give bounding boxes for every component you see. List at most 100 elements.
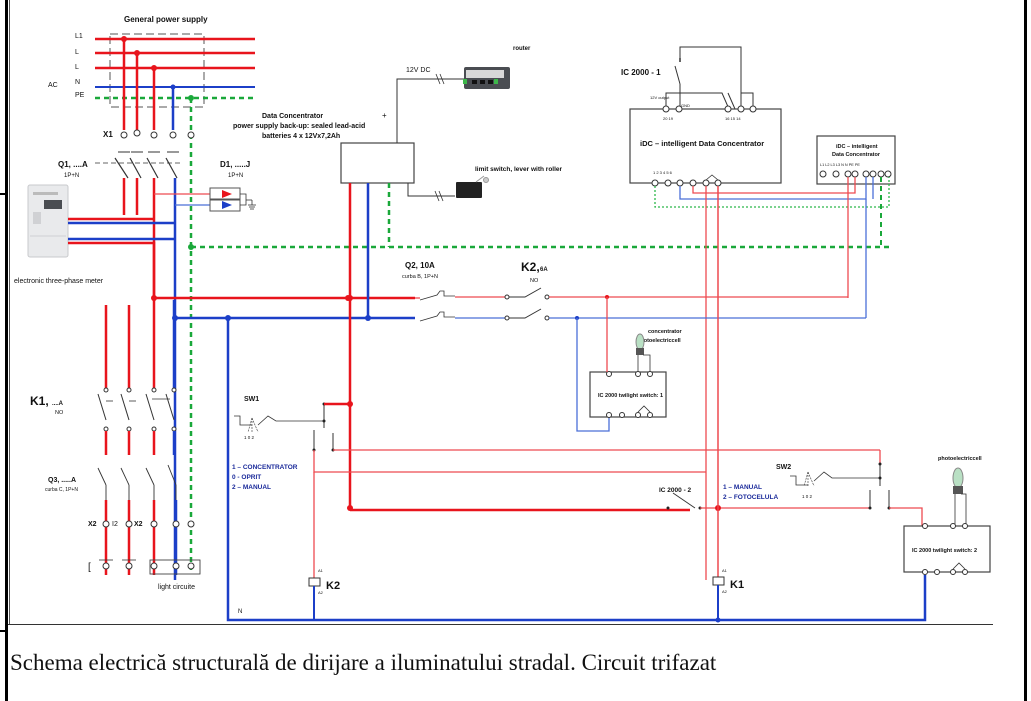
meter-label: electronic three-phase meter xyxy=(14,278,104,285)
diagram-border-bottom xyxy=(8,624,993,625)
twilight-switch-2-label: IC 2000 twilight switch: 2 xyxy=(912,548,977,554)
x1-label: X1 xyxy=(103,130,113,139)
limit-switch-label: limit switch, lever with roller xyxy=(475,166,563,173)
ic2000-2-label: IC 2000 - 2 xyxy=(659,487,692,494)
contactor-k2-main: K2, 6A NO xyxy=(504,260,866,321)
ic2000-1-label: IC 2000 - 1 xyxy=(621,68,661,77)
sw2-label: SW2 xyxy=(776,464,791,471)
svg-text:1 0 2: 1 0 2 xyxy=(802,494,813,499)
ic2000-2-relay: IC 2000 - 2 1 – MANUAL 2 – FOTOCELULA xyxy=(659,484,870,511)
figure-caption: Schema electrică structurală de dirijare… xyxy=(10,650,717,675)
x2-label-c: X2 xyxy=(134,521,143,528)
idc-small-label-2: Data Concentrator xyxy=(832,152,881,158)
contactor-k1-group: K1, ....A NO Q3, .....A curba C, 1P+N xyxy=(30,300,201,591)
k2-no-label: NO xyxy=(530,278,539,284)
q3-label: Q3, .....A xyxy=(48,477,76,484)
svg-text:20 19: 20 19 xyxy=(663,116,674,121)
q1-label: Q1, ....A xyxy=(58,160,88,169)
svg-text:1 2 3 4 5 6: 1 2 3 4 5 6 xyxy=(653,170,673,175)
12v-output-label: 12V output xyxy=(650,95,670,100)
neutral-n-label: N xyxy=(238,609,242,615)
sw2-legend-2: 2 – FOTOCELULA xyxy=(723,494,778,501)
svg-text:L1 L2 L3 L3 N N PE PE: L1 L2 L3 L3 N N PE PE xyxy=(820,163,860,167)
k2-contact-label: K2, xyxy=(521,260,540,274)
photocell-label: photoelectriccell xyxy=(938,456,982,462)
twilight-switch-2: photoelectriccell IC 2000 twilight switc… xyxy=(903,456,991,575)
12v-dc-label: 12V DC xyxy=(406,67,431,74)
limit-switch-icon: limit switch, lever with roller xyxy=(456,166,563,198)
k2-coil-label: K2 xyxy=(326,580,340,592)
router-icon: router xyxy=(463,46,531,89)
svg-text:1 0 2: 1 0 2 xyxy=(244,435,255,440)
selector-switch-sw1: SW1 1 0 2 1 – CONCENTRATOR 0 - OPRIT 2 –… xyxy=(232,396,880,578)
sw2-legend-1: 1 – MANUAL xyxy=(723,484,762,491)
ground-icon xyxy=(248,200,256,210)
general-power-supply-label: General power supply xyxy=(124,15,208,24)
photocell-icon xyxy=(952,467,964,494)
k2-a1-label: A1 xyxy=(318,568,324,573)
plus-label: + xyxy=(382,111,387,120)
q1-sub-label: 1P+N xyxy=(64,173,79,179)
surge-protector-d1: D1, .....J 1P+N xyxy=(154,160,256,212)
q2-sub-label: curba B, 1P+N xyxy=(402,274,438,280)
selector-switch-sw2: SW2 1 0 2 xyxy=(776,450,923,526)
coil-k2: A1 K2 A2 xyxy=(308,568,340,620)
light-circuit-label: light circuite xyxy=(158,584,195,591)
twilight-switch-1: concentrator photoelectriccell IC 2000 t… xyxy=(576,297,682,432)
bus-label-n: N xyxy=(75,79,80,86)
q2-label: Q2, 10A xyxy=(405,261,435,270)
twilight-switch-1-label: IC 2000 twilight switch: 1 xyxy=(598,393,663,399)
gnd-label: GND xyxy=(681,103,690,108)
dc-box xyxy=(340,142,415,184)
breaker-q2: Q2, 10A curba B, 1P+N xyxy=(402,261,507,322)
router-label: router xyxy=(513,46,531,52)
conc-photo-label-2: photoelectriccell xyxy=(637,338,681,344)
k1-label: K1, xyxy=(30,394,49,408)
d1-sub-label: 1P+N xyxy=(228,173,243,179)
x2-label-b: I2 xyxy=(112,521,118,528)
idc-small-label-1: iDC – intelligent xyxy=(836,144,878,150)
k1-amp-label: ....A xyxy=(52,401,64,407)
breaker-q1: Q1, ....A 1P+N xyxy=(58,151,180,580)
conc-photo-label-1: concentrator xyxy=(648,329,682,335)
k1-a2-label: A2 xyxy=(722,589,728,594)
dc-line2: power supply back-up: sealed lead-acid xyxy=(233,123,365,130)
x2-label-a: X2 xyxy=(88,521,97,528)
k1-a1-label: A1 xyxy=(722,568,728,573)
k2-a2-label: A2 xyxy=(318,590,324,595)
bus-label-l3: L xyxy=(75,64,79,71)
bus-label-l2: L xyxy=(75,49,79,56)
bus-label-pe: PE xyxy=(75,92,85,99)
sw1-legend-1: 1 – CONCENTRATOR xyxy=(232,464,298,471)
sw1-legend-2: 2 – MANUAL xyxy=(232,484,271,491)
sw1-legend-0: 0 - OPRIT xyxy=(232,474,261,481)
idc-secondary-box: iDC – intelligent Data Concentrator L1 L… xyxy=(816,135,896,185)
general-power-supply: General power supply L1 L L N PE AC xyxy=(48,15,255,108)
page-frame-margin-marks xyxy=(0,193,5,632)
idc-main-label: iDC – intelligent Data Concentrator xyxy=(640,139,764,148)
q3-sub-label: curba C, 1P+N xyxy=(45,487,78,493)
coil-k1: A1 K1 A2 xyxy=(712,568,744,620)
sw1-label: SW1 xyxy=(244,396,259,403)
data-concentrator-power-supply: Data Concentrator power supply back-up: … xyxy=(233,67,466,510)
k1-coil-label: K1 xyxy=(730,579,744,591)
k2-amp-label: 6A xyxy=(540,267,548,273)
k1-no-label: NO xyxy=(55,410,64,416)
d1-label: D1, .....J xyxy=(220,160,250,169)
photocell-icon xyxy=(635,333,645,355)
bus-label-l1: L1 xyxy=(75,33,83,40)
light-circuit-terminal-block xyxy=(149,559,201,575)
diagram-border-left xyxy=(9,0,10,625)
dc-title: Data Concentrator xyxy=(262,113,323,120)
ac-label: AC xyxy=(48,82,58,89)
page-frame-left xyxy=(5,0,8,701)
feeder-lines: X1 xyxy=(103,39,195,570)
electricity-meter-icon: electronic three-phase meter xyxy=(14,184,104,285)
dc-line3: batteries 4 x 12Vx7,2Ah xyxy=(262,133,340,140)
neutral-return-line xyxy=(226,318,927,622)
idc-interconnects xyxy=(654,177,890,580)
page-frame-right xyxy=(1024,0,1027,701)
svg-text:[: [ xyxy=(88,562,91,573)
svg-text:16 15 14: 16 15 14 xyxy=(725,116,741,121)
